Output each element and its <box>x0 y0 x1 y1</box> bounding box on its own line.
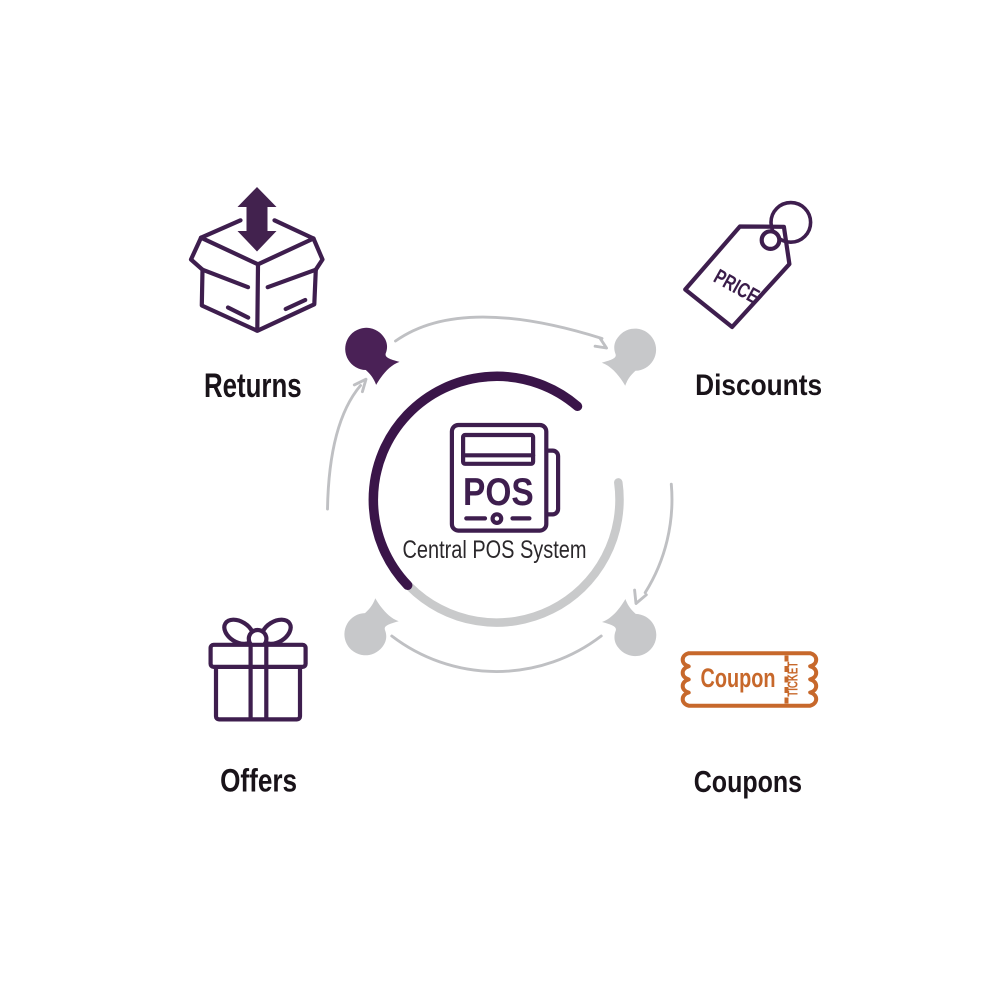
flow-arc-right-arrowhead <box>633 588 648 605</box>
center-label: Central POS System <box>403 536 587 564</box>
pos-screen <box>461 432 536 466</box>
price-tag-ring <box>769 200 813 244</box>
pos-terminal-icon: POS <box>449 422 561 533</box>
pos-device-text: POS <box>463 471 534 514</box>
coupon-ticket-icon: Coupon TICKET <box>680 651 819 708</box>
flow-arc-left <box>326 384 362 511</box>
returns-label: Returns <box>204 367 302 405</box>
return-box-icon <box>188 185 325 333</box>
flow-arrows <box>326 315 674 673</box>
price-tag-eyelet <box>759 229 782 252</box>
flow-arc-bottom <box>390 634 603 673</box>
coupons-label: Coupons <box>694 764 802 799</box>
return-box-tape-dashes <box>225 297 308 320</box>
price-tag-outline <box>683 224 792 330</box>
discounts-label: Discounts <box>695 369 822 402</box>
coupon-outline <box>680 651 819 708</box>
return-box-left-flap <box>188 235 205 272</box>
bubble-bottom-left <box>344 598 399 656</box>
return-box-body <box>199 262 318 333</box>
offers-label: Offers <box>220 763 297 799</box>
flow-arc-left-arrowhead <box>352 377 368 394</box>
coupon-stub-text: TICKET <box>785 662 802 697</box>
gift-box-icon <box>208 617 308 722</box>
coupon-text: Coupon <box>701 663 776 693</box>
price-tag-icon: PRICE <box>683 200 813 330</box>
returns-node: Returns <box>188 185 325 405</box>
bubble-bottom-right <box>602 599 657 657</box>
discounts-node: PRICE Discounts <box>683 200 822 402</box>
bubble-top-left <box>345 327 400 385</box>
offers-node: Offers <box>208 617 308 799</box>
flow-ring-purple-arc <box>368 371 583 591</box>
flow-arc-top <box>394 315 604 343</box>
gift-lid <box>208 642 308 669</box>
bubble-top-right <box>601 328 657 386</box>
flow-arc-top-arrowhead <box>593 336 608 350</box>
return-box-front-flaps <box>200 267 318 290</box>
return-box-right-flap <box>311 236 325 272</box>
gift-ribbon <box>248 643 269 722</box>
flow-arc-right <box>643 482 674 595</box>
pos-button <box>490 512 504 525</box>
return-arrow <box>234 185 280 254</box>
return-box-back-rims <box>198 218 316 241</box>
flow-ring-gray-arc <box>405 478 624 627</box>
flow-ring <box>368 371 624 627</box>
coupons-node: Coupon TICKET Coupons <box>680 651 819 799</box>
